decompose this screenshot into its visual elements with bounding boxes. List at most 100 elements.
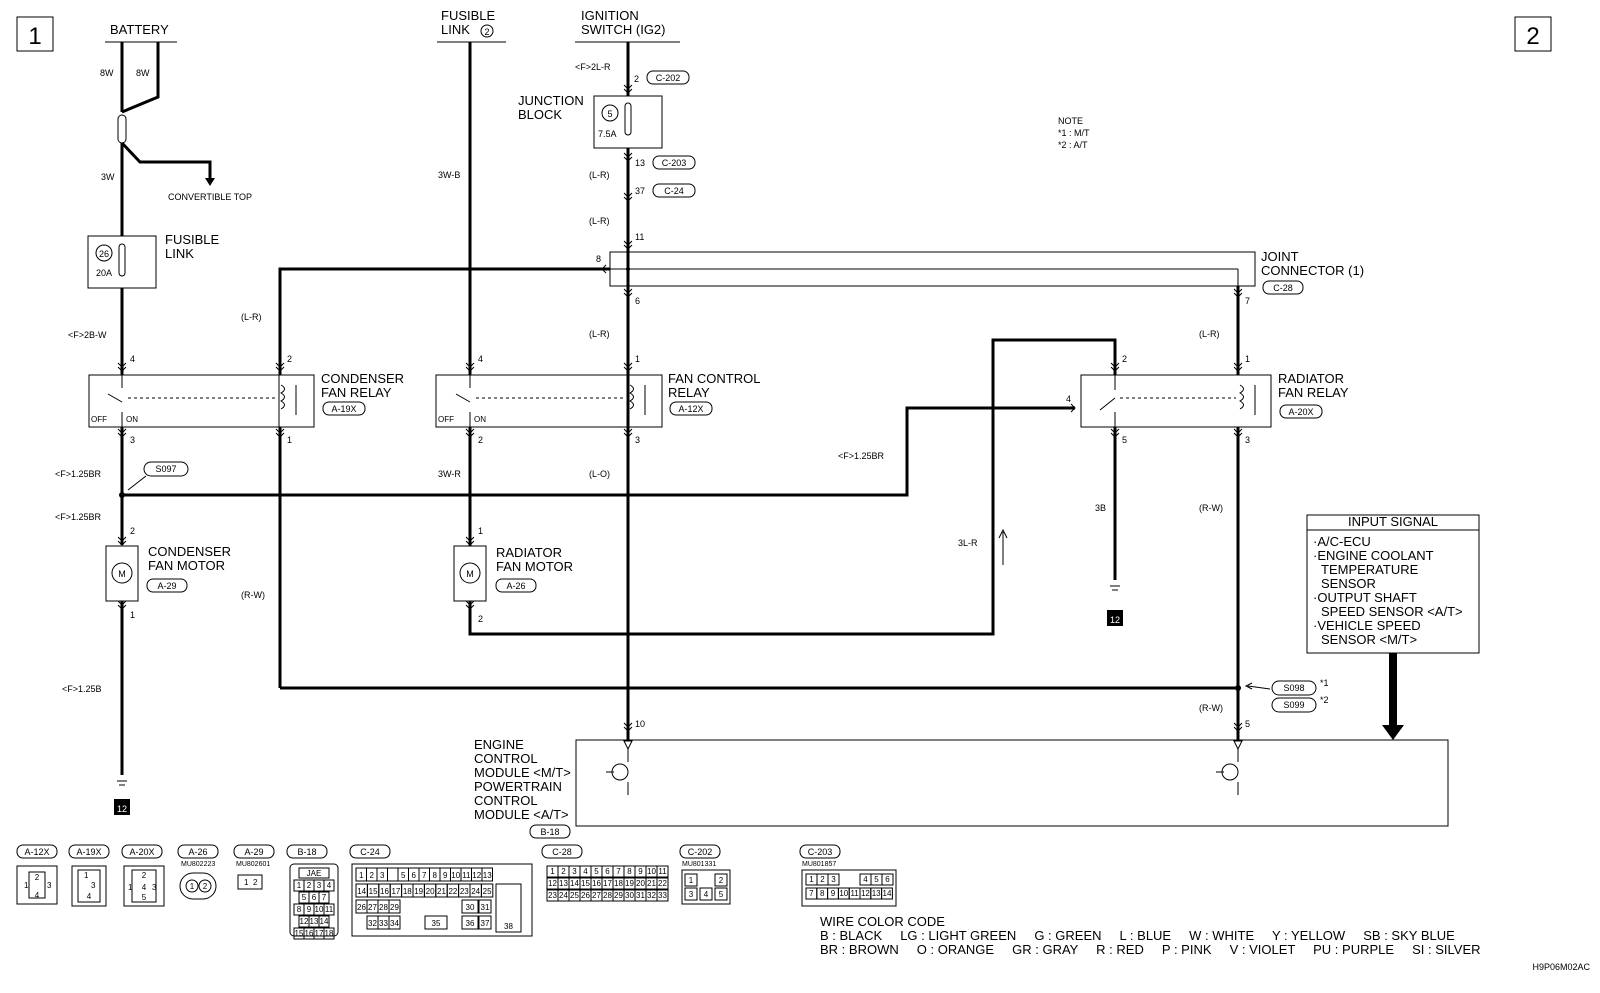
svg-text:7: 7 [322, 893, 327, 902]
page-number-2: 2 [1526, 23, 1539, 50]
input-signal-item: ·A/C-ECU [1313, 534, 1371, 549]
ground-12-right [1107, 610, 1123, 626]
svg-text:2: 2 [130, 526, 135, 536]
svg-text:2: 2 [478, 614, 483, 624]
svg-text:10: 10 [635, 719, 645, 729]
svg-text:4: 4 [327, 881, 332, 890]
svg-text:35: 35 [432, 919, 441, 928]
svg-text:1: 1 [297, 881, 302, 890]
wire-f2lr: <F>2L-R [575, 62, 611, 72]
svg-text:C-24: C-24 [360, 847, 380, 857]
svg-text:10: 10 [451, 871, 460, 880]
svg-text:A-20X: A-20X [1288, 407, 1313, 417]
note-line-1: *1 : M/T [1058, 128, 1090, 138]
svg-text:12: 12 [861, 889, 870, 898]
svg-text:11: 11 [850, 889, 859, 898]
svg-text:A-19X: A-19X [76, 847, 101, 857]
svg-text:9: 9 [307, 905, 312, 914]
svg-text:6: 6 [885, 875, 890, 884]
wire-3lr: 3L-R [958, 538, 978, 548]
wire-rw-left: (R-W) [241, 590, 265, 600]
note-line-2: *2 : A/T [1058, 140, 1088, 150]
svg-text:1: 1 [287, 435, 292, 445]
svg-text:12: 12 [548, 879, 557, 888]
splice-s098: S098 [1283, 683, 1304, 693]
svg-text:2: 2 [478, 435, 483, 445]
svg-text:17: 17 [315, 929, 324, 938]
svg-text:7: 7 [1245, 296, 1250, 306]
svg-text:MU802601: MU802601 [236, 861, 270, 868]
svg-text:13: 13 [310, 917, 319, 926]
svg-text:30: 30 [466, 903, 475, 912]
wire-3wr: 3W-R [438, 469, 461, 479]
svg-text:5: 5 [401, 871, 406, 880]
svg-text:29: 29 [390, 903, 399, 912]
svg-text:4: 4 [478, 354, 483, 364]
svg-text:8: 8 [820, 889, 825, 898]
svg-text:32: 32 [647, 891, 656, 900]
svg-text:10: 10 [839, 889, 848, 898]
svg-text:2: 2 [1122, 354, 1127, 364]
svg-text:23: 23 [548, 891, 557, 900]
svg-text:MU802223: MU802223 [181, 861, 215, 868]
svg-text:11: 11 [462, 871, 471, 880]
svg-text:36: 36 [466, 919, 475, 928]
svg-text:26: 26 [357, 903, 366, 912]
wire-lr-right: (L-R) [1199, 329, 1220, 339]
svg-text:28: 28 [379, 903, 388, 912]
svg-text:23: 23 [460, 887, 469, 896]
diagram-code: H9P06M02AC [1532, 962, 1590, 972]
wire-lr-3: (L-R) [589, 329, 610, 339]
svg-text:5: 5 [302, 893, 307, 902]
svg-text:17: 17 [603, 879, 612, 888]
svg-text:OFF: OFF [91, 415, 107, 424]
svg-text:1: 1 [1245, 354, 1250, 364]
radiator-fan-relay [1080, 374, 1272, 428]
svg-text:3: 3 [47, 881, 52, 890]
svg-text:1: 1 [244, 878, 249, 887]
splice-s099: S099 [1283, 700, 1304, 710]
svg-text:6: 6 [412, 871, 417, 880]
svg-text:8: 8 [596, 254, 601, 264]
input-signal-item: TEMPERATURE [1321, 562, 1419, 577]
svg-text:3: 3 [380, 871, 385, 880]
svg-text:31: 31 [481, 903, 490, 912]
wire-color-code-title: WIRE COLOR CODE [820, 914, 945, 929]
convertible-top-label: CONVERTIBLE TOP [168, 192, 252, 202]
svg-text:7: 7 [422, 871, 427, 880]
svg-text:C-202: C-202 [656, 73, 681, 83]
svg-text:7: 7 [616, 867, 621, 876]
svg-text:21: 21 [647, 879, 656, 888]
svg-text:2: 2 [307, 881, 312, 890]
svg-text:34: 34 [390, 919, 399, 928]
wire-lr-1: (L-R) [589, 170, 610, 180]
svg-text:C-24: C-24 [664, 186, 684, 196]
svg-text:18: 18 [614, 879, 623, 888]
svg-text:13: 13 [483, 871, 492, 880]
svg-text:MU801857: MU801857 [802, 861, 836, 868]
svg-text:C-203: C-203 [662, 158, 687, 168]
svg-text:8: 8 [433, 871, 438, 880]
svg-text:5: 5 [1245, 719, 1250, 729]
svg-text:5: 5 [1122, 435, 1127, 445]
fusible-link-no: 26 [99, 249, 109, 259]
svg-text:5: 5 [142, 893, 147, 902]
svg-text:1: 1 [190, 882, 195, 891]
svg-text:2: 2 [253, 878, 258, 887]
svg-text:*2: *2 [1320, 695, 1329, 705]
svg-text:2: 2 [820, 875, 825, 884]
input-signal-item: SENSOR <M/T> [1321, 632, 1417, 647]
svg-text:20: 20 [636, 879, 645, 888]
svg-text:2: 2 [370, 871, 375, 880]
svg-text:12: 12 [300, 917, 309, 926]
svg-text:15: 15 [295, 929, 304, 938]
svg-text:3: 3 [152, 883, 157, 892]
svg-text:A-19X: A-19X [331, 404, 356, 414]
svg-text:4: 4 [704, 890, 709, 899]
wire-lr-2: (L-R) [589, 216, 610, 226]
svg-text:A-20X: A-20X [129, 847, 154, 857]
input-signal-item: ·ENGINE COOLANT [1313, 548, 1434, 563]
fan-control-relay [435, 374, 663, 428]
